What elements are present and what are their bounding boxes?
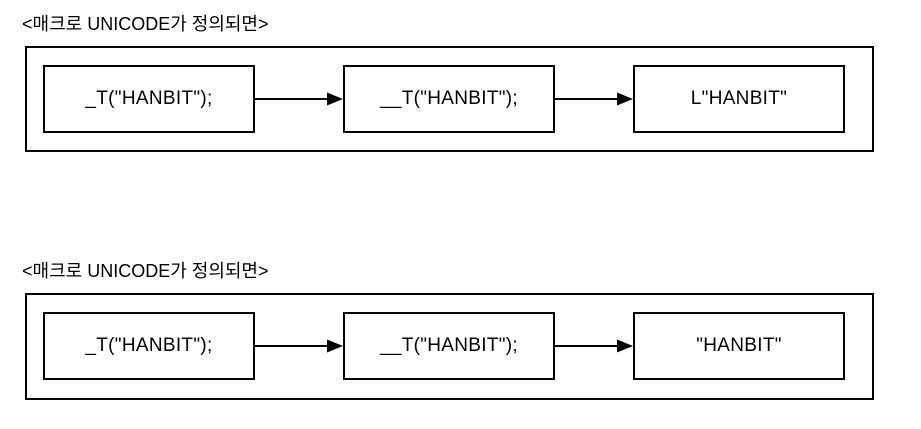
flow-node-double-underscore-t-macro: __T("HANBIT"); bbox=[343, 65, 555, 133]
arrow-right-icon bbox=[555, 339, 633, 353]
section-title-unicode-defined-bottom: <매크로 UNICODE가 정의되면> bbox=[22, 261, 269, 281]
section-title-unicode-defined-top: <매크로 UNICODE가 정의되면> bbox=[22, 14, 269, 34]
arrow-right-icon bbox=[555, 92, 633, 106]
arrow-right-icon bbox=[255, 339, 343, 353]
flow-node-t-macro: _T("HANBIT"); bbox=[43, 312, 255, 380]
arrow-right-icon bbox=[255, 92, 343, 106]
flow-node-double-underscore-t-macro: __T("HANBIT"); bbox=[343, 312, 555, 380]
flow-node-t-macro: _T("HANBIT"); bbox=[43, 65, 255, 133]
flow-container-top: _T("HANBIT"); __T("HANBIT"); L"HANBIT" bbox=[25, 46, 874, 152]
flow-node-ansi-literal-result: "HANBIT" bbox=[633, 312, 845, 380]
flow-container-bottom: _T("HANBIT"); __T("HANBIT"); "HANBIT" bbox=[25, 293, 874, 400]
flow-node-wide-literal-result: L"HANBIT" bbox=[633, 65, 845, 133]
